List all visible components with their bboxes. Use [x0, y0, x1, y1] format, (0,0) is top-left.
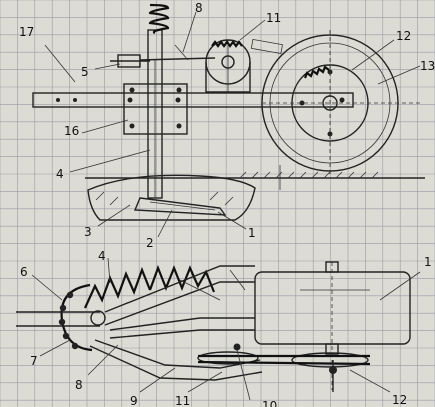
- labels-bottom: 6 4 7 8 9 11 10 12 1: [20, 249, 432, 407]
- label-4-top: 4: [56, 167, 64, 181]
- label-2: 2: [146, 236, 154, 250]
- label-12-bottom: 12: [392, 393, 407, 407]
- label-1-bottom: 1: [424, 255, 432, 269]
- label-11-top: 11: [266, 11, 281, 25]
- control-rod: [110, 44, 216, 68]
- labels-top: 17 5 16 4 3 2 1 8 11 12 13: [19, 1, 435, 250]
- label-5: 5: [81, 65, 89, 79]
- label-10: 10: [262, 399, 277, 407]
- leader-lines-bottom: [31, 257, 421, 401]
- ground-surface: [85, 171, 425, 179]
- label-3: 3: [84, 225, 92, 239]
- label-1-top: 1: [248, 226, 256, 240]
- side-view: 17 5 16 4 3 2 1 8 11 12 13: [19, 1, 435, 250]
- label-4-bottom: 4: [98, 249, 106, 263]
- label-12-top: 12: [396, 29, 411, 43]
- tension-springs: [83, 264, 216, 309]
- soil-section: [87, 174, 256, 221]
- linkage-arms: [89, 265, 263, 381]
- shank-spring: [148, 3, 170, 35]
- label-8-top: 8: [195, 1, 203, 15]
- drive-shafts: [16, 311, 100, 327]
- chain-sprocket: [58, 283, 106, 352]
- label-17: 17: [19, 25, 34, 39]
- lower-chain: [197, 343, 371, 392]
- small-sprocket: [205, 38, 283, 93]
- label-11-bottom: 11: [175, 394, 190, 407]
- label-13: 13: [420, 59, 435, 73]
- vertical-shank: [147, 29, 163, 199]
- large-wheel: [261, 30, 420, 175]
- leader-lines-top: [44, 11, 421, 238]
- label-8-bottom: 8: [75, 378, 83, 392]
- mounting-plate: [123, 83, 188, 135]
- label-7: 7: [30, 354, 38, 368]
- frame-beam: [32, 92, 354, 108]
- label-6: 6: [20, 265, 28, 279]
- label-9: 9: [130, 394, 138, 407]
- label-16: 16: [64, 124, 79, 138]
- plan-view: 6 4 7 8 9 11 10 12 1: [16, 249, 432, 407]
- working-tine: [133, 197, 227, 216]
